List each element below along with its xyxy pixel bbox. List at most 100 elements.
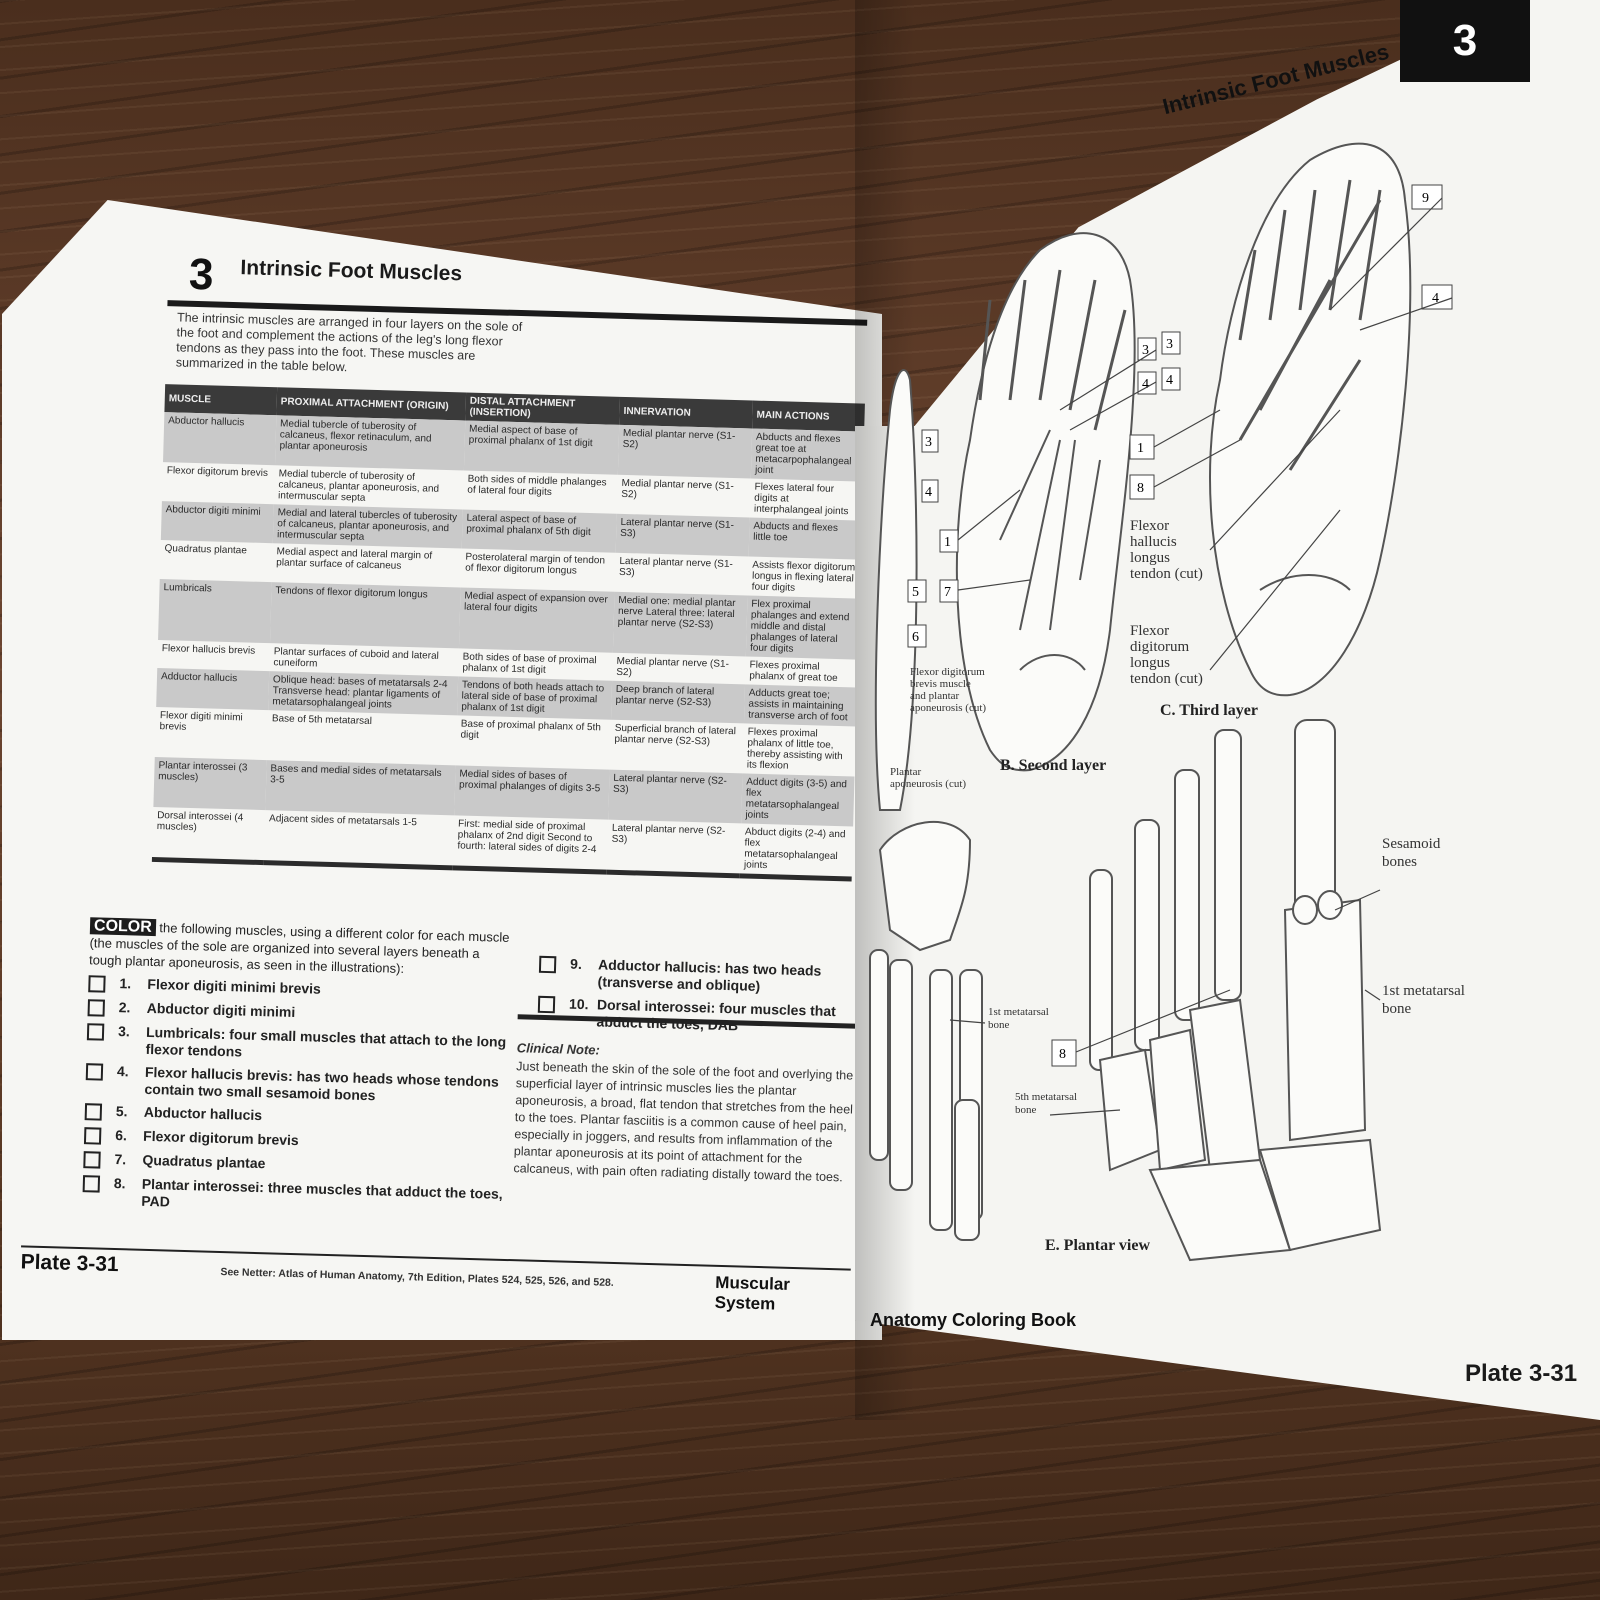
table-cell: Bases and medial sides of metatarsals 3-… [265, 760, 456, 816]
item-number: 9. [569, 955, 583, 972]
table-cell: Abductor hallucis [163, 412, 277, 466]
checklist-item: 4.Flexor hallucis brevis: has two heads … [85, 1062, 506, 1108]
table-cell: Adjacent sides of metatarsals 1-5 [263, 810, 455, 868]
table-cell: Both sides of middle phalanges of latera… [467, 473, 607, 498]
item-number: 10. [568, 995, 589, 1013]
table-cell: Abducts and flexes little toe [748, 517, 862, 560]
table-cell: Tendons of flexor digitorum longus [270, 582, 461, 649]
label-fdb: Flexor digitorum [910, 666, 985, 678]
foot-illustrations: 3 4 1 7 5 6 3 4 9 4 3 4 1 8 8 [869, 142, 1465, 1262]
callout-number: 8 [1137, 481, 1144, 496]
callout-box [907, 579, 927, 603]
table-cell: Posterolateral margin of tendon of flexo… [465, 551, 606, 577]
label-first-metatarsal-left: 1st metatarsal [988, 1006, 1049, 1018]
label-flexor-digitorum-longus: tendon (cut) [1130, 671, 1203, 687]
table-cell: Both sides of base of proximal phalanx o… [462, 651, 597, 676]
label-plantar-aponeurosis: aponeurosis (cut) [890, 778, 966, 790]
label-flexor-hallucis-longus: Flexor [1130, 518, 1169, 534]
callout-box [1421, 284, 1453, 310]
item-number: 1. [119, 975, 132, 992]
color-heading: COLOR [89, 917, 157, 937]
callout-box [1129, 474, 1155, 500]
item-number: 3. [117, 1023, 131, 1040]
checkbox[interactable] [87, 999, 105, 1017]
item-label: Quadratus plantae [142, 1151, 266, 1172]
label-flexor-hallucis-longus: tendon (cut) [1130, 566, 1203, 582]
checkbox[interactable] [82, 1175, 101, 1193]
table-cell: Medial one: medial plantar nerve Lateral… [612, 591, 748, 657]
callout-box [1411, 184, 1443, 210]
item-label: Plantar interossei: three muscles that a… [141, 1175, 503, 1210]
checkbox[interactable] [83, 1127, 102, 1145]
table-cell: Medial aspect of expansion over lateral … [458, 587, 615, 653]
callout-number: 8 [1059, 1047, 1066, 1062]
table-cell: Plantar interossei (3 muscles) [153, 756, 267, 811]
label-flexor-hallucis-longus: longus [1130, 550, 1170, 566]
skeleton-left [869, 820, 983, 1241]
column-header: DISTAL ATTACHMENT (INSERTION) [465, 392, 621, 425]
table-cell: Medial and lateral tubercles of tuberosi… [272, 504, 463, 549]
callout-box [921, 479, 939, 503]
callout-number: 9 [1422, 191, 1429, 206]
label-first-metatarsal-right: bone [1382, 1001, 1412, 1017]
callout-box [1137, 337, 1157, 361]
callout-number: 4 [1166, 373, 1173, 388]
table-cell: Lateral plantar nerve (S1-S3) [615, 513, 750, 557]
checkbox[interactable] [537, 995, 556, 1014]
item-number: 2. [118, 999, 131, 1016]
table-cell: Medial plantar nerve (S1-S2) [617, 424, 753, 479]
book-title: Anatomy Coloring Book [870, 1310, 1076, 1330]
page-title: Intrinsic Foot Muscles [240, 256, 463, 286]
callout-number: 6 [912, 630, 919, 645]
callout-number: 4 [1432, 291, 1439, 306]
label-sesamoid: Sesamoid [1382, 836, 1441, 852]
callout-number: 4 [1142, 377, 1149, 392]
checklist-item: 3. Lumbricals: four small muscles that at… [86, 1022, 507, 1068]
checkbox[interactable] [88, 975, 106, 993]
label-fdb: brevis muscle [910, 678, 971, 690]
table-cell: Base of 5th metatarsal [271, 713, 373, 728]
checkbox[interactable] [538, 955, 557, 974]
table-cell: First: medial side of proximal phalanx o… [452, 815, 609, 873]
label-fifth-metatarsal: bone [1015, 1104, 1037, 1116]
table-cell: Flexes proximal phalanx of great toe [749, 659, 838, 685]
table-cell: Abduct digits (2-4) and flex metatarsoph… [739, 823, 854, 879]
label-first-metatarsal-right: 1st metatarsal [1382, 983, 1465, 999]
table-cell: Lateral aspect of base of proximal phala… [461, 509, 617, 553]
footer-rule [21, 1245, 851, 1271]
callout-number: 5 [912, 585, 919, 600]
table-cell: Medial tubercle of tuberosity of calcane… [274, 415, 466, 471]
table-cell: Oblique head: bases of metatarsals 2-4 T… [268, 671, 459, 716]
label-third-layer: C. Third layer [1160, 702, 1258, 719]
third-layer-foot [1209, 142, 1412, 697]
label-flexor-digitorum-longus: digitorum [1130, 639, 1189, 655]
checklist-item: 9.Adductor hallucis: has two heads (tran… [538, 955, 879, 998]
column-header: MUSCLE [164, 384, 278, 416]
checkbox[interactable] [86, 1023, 105, 1041]
table-cell: Lumbricals [158, 579, 272, 644]
first-layer-foot [874, 369, 918, 811]
second-layer-foot [955, 232, 1136, 772]
intro-paragraph: The intrinsic muscles are arranged in fo… [175, 310, 523, 375]
callout-number: 3 [925, 435, 932, 450]
item-label: Lumbricals: four small muscles that atta… [145, 1023, 507, 1060]
column-header: INNERVATION [619, 396, 753, 429]
label-fdb: and plantar [910, 690, 960, 702]
section-name: Muscular System [714, 1272, 791, 1314]
table-cell: Medial sides of bases of proximal phalan… [454, 765, 610, 820]
plate-number: Plate 3-31 [20, 1250, 119, 1277]
label-fifth-metatarsal: 5th metatarsal [1015, 1091, 1077, 1103]
table-cell: Superficial branch of lateral plantar ne… [614, 722, 737, 748]
checkbox[interactable] [83, 1151, 101, 1169]
callout-number: 1 [944, 535, 951, 550]
label-second-layer: B. Second layer [1000, 757, 1106, 774]
right-labels: Flexor hallucis longus tendon (cut) Flex… [890, 518, 1465, 1254]
checkbox[interactable] [84, 1103, 103, 1121]
color-instructions: COLOR the following muscles, using a dif… [82, 917, 510, 1226]
table-cell: Flexor hallucis brevis [161, 643, 256, 657]
table-cell: Lateral plantar nerve (S2-S3) [606, 819, 742, 876]
label-flexor-digitorum-longus: Flexor [1130, 623, 1169, 639]
checkbox[interactable] [85, 1063, 104, 1081]
callout-box [939, 529, 959, 553]
table-cell: Flexes lateral four digits at interphala… [753, 481, 849, 518]
